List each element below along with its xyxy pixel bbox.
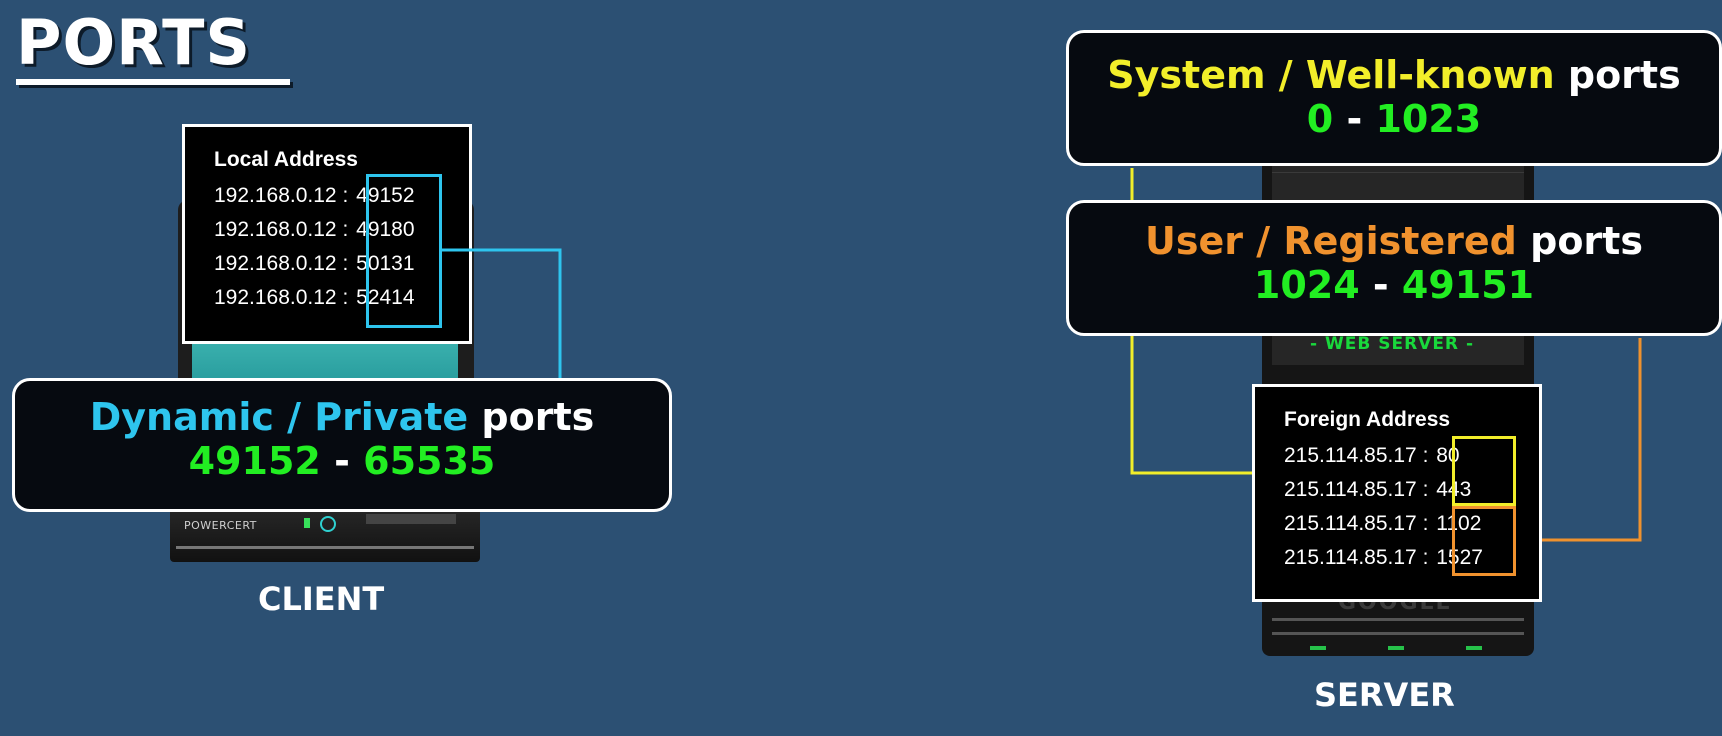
foreign-address-row: 215.114.85.17 : 443 [1284,478,1471,502]
user-range-start: 1024 [1253,263,1360,307]
local-ip: 192.168.0.12 : [214,184,349,207]
power-led-icon [304,518,310,528]
range-dash: - [334,439,350,483]
server-caption: SERVER [1314,676,1455,714]
drive-slot [366,514,456,524]
power-button-icon [320,516,336,532]
local-port: 50131 [356,252,415,275]
user-ports-name: User / Registered [1145,219,1517,263]
rack-led-icon [1310,646,1326,650]
dynamic-port-highlight [366,174,442,328]
local-ip: 192.168.0.12 : [214,252,349,275]
dynamic-ports-range: 49152 - 65535 [15,439,669,483]
local-address-header: Local Address [214,148,358,171]
local-address-row: 192.168.0.12 : 49152 [214,184,415,208]
rack-led-icon [1466,646,1482,650]
system-range-start: 0 [1306,97,1334,141]
rack-trim [1272,618,1524,621]
client-caption: CLIENT [258,580,385,618]
rack-webserver-label: - WEB SERVER - [1310,334,1474,354]
foreign-ip: 215.114.85.17 : [1284,512,1429,535]
system-ports-heading: System / Well-known ports [1069,53,1719,97]
dynamic-ports-suffix: ports [481,395,595,439]
dynamic-range-start: 49152 [188,439,321,483]
rack-trim [1272,632,1524,635]
page-title: PORTS [16,6,252,79]
local-address-row: 192.168.0.12 : 52414 [214,286,415,310]
local-port: 49180 [356,218,415,241]
foreign-address-header: Foreign Address [1284,408,1451,431]
case-trim [176,546,474,549]
user-ports-suffix: ports [1530,219,1643,263]
local-address-row: 192.168.0.12 : 50131 [214,252,415,276]
foreign-port: 1102 [1436,512,1482,535]
foreign-address-row: 215.114.85.17 : 1527 [1284,546,1483,570]
client-desktop-case [170,502,480,562]
local-ip: 192.168.0.12 : [214,218,349,241]
system-range-end: 1023 [1375,97,1482,141]
system-ports-box: System / Well-known ports 0 - 1023 [1066,30,1722,166]
user-ports-range: 1024 - 49151 [1069,263,1719,307]
user-ports-heading: User / Registered ports [1069,219,1719,263]
foreign-ip: 215.114.85.17 : [1284,478,1429,501]
range-dash: - [1372,263,1389,307]
dynamic-ports-name: Dynamic / Private [89,395,469,439]
system-ports-name: System / Well-known [1107,53,1555,97]
user-range-end: 49151 [1401,263,1535,307]
dynamic-range-end: 65535 [363,439,496,483]
title-underline [16,79,290,85]
user-port-highlight [1452,506,1516,576]
foreign-port: 1527 [1436,546,1483,569]
system-port-highlight [1452,436,1516,506]
local-ip: 192.168.0.12 : [214,286,349,309]
foreign-address-row: 215.114.85.17 : 80 [1284,444,1460,468]
system-ports-range: 0 - 1023 [1069,97,1719,141]
foreign-address-table [1252,384,1542,602]
foreign-ip: 215.114.85.17 : [1284,546,1429,569]
foreign-address-row: 215.114.85.17 : 1102 [1284,512,1481,536]
range-dash: - [1346,97,1363,141]
local-port: 49152 [356,184,415,207]
local-address-table [182,124,472,344]
local-port: 52414 [356,286,415,309]
client-brand-label: POWERCERT [184,519,257,532]
user-ports-box: User / Registered ports 1024 - 49151 [1066,200,1722,336]
dynamic-ports-heading: Dynamic / Private ports [15,395,669,439]
foreign-ip: 215.114.85.17 : [1284,444,1429,467]
local-address-row: 192.168.0.12 : 49180 [214,218,415,242]
dynamic-ports-box: Dynamic / Private ports 49152 - 65535 [12,378,672,512]
rack-led-icon [1388,646,1404,650]
system-ports-suffix: ports [1567,53,1681,97]
